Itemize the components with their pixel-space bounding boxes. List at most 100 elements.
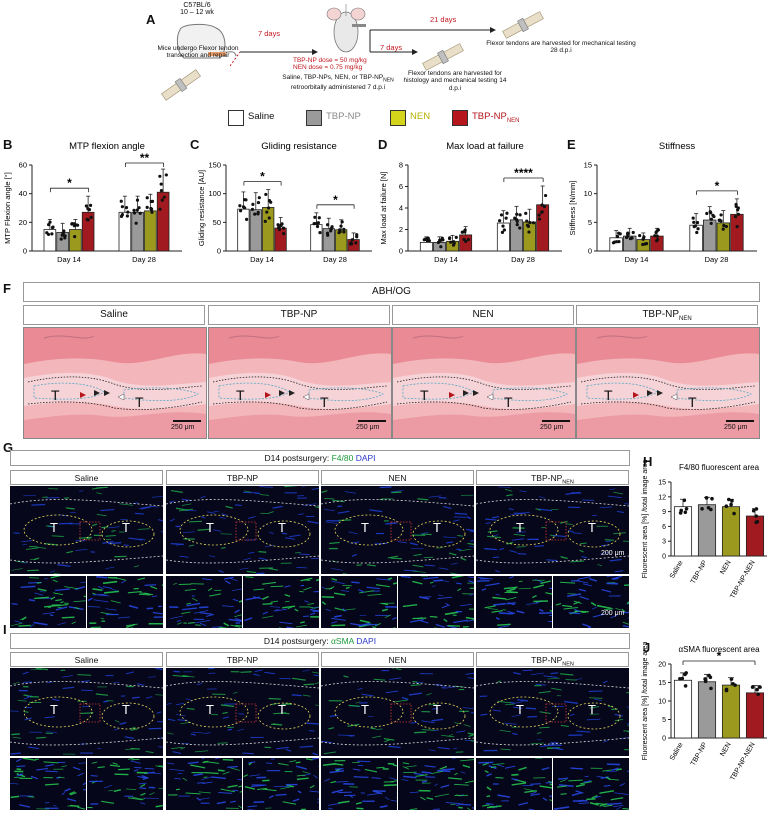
if-panel-title: TBP-NP	[166, 652, 319, 667]
data-point	[164, 173, 168, 177]
y-tick-label: 150	[208, 161, 221, 170]
if-image-zoom	[476, 758, 552, 810]
if-i-dapi: DAPI	[356, 636, 377, 646]
data-point	[59, 237, 63, 241]
data-point	[423, 237, 428, 241]
chart-title: F4/80 fluorescent area	[679, 463, 760, 472]
data-point	[264, 192, 268, 197]
strain-label: C57BL/6 10 – 12 wk	[174, 2, 220, 16]
panel-label-b: B	[3, 137, 13, 152]
admin-block: Saline, TBP-NPs, NEN, or TBP-NPNEN retro…	[282, 74, 394, 92]
tendon-icon-middle	[422, 43, 464, 71]
legend-nen: NEN	[410, 111, 431, 122]
data-point	[451, 243, 456, 247]
data-point	[282, 231, 286, 236]
x-tick-label: Day 14	[625, 255, 649, 264]
if-image-main	[166, 668, 319, 756]
legend-tbpnpnen-main: TBP-NP	[472, 111, 507, 122]
data-point	[678, 511, 683, 515]
data-point	[47, 223, 51, 227]
data-point	[462, 230, 466, 234]
histology-image	[208, 327, 392, 439]
data-point	[313, 215, 317, 219]
data-point	[500, 230, 505, 234]
y-tick-label: 10	[584, 189, 592, 198]
data-point	[709, 686, 713, 691]
panel-label-i: I	[3, 622, 7, 637]
y-tick-label: 0	[23, 247, 27, 256]
data-point	[736, 212, 741, 216]
y-tick-label: 5	[588, 218, 592, 227]
data-point	[642, 235, 646, 239]
bar	[249, 209, 262, 252]
data-point	[135, 208, 139, 212]
data-point	[63, 236, 67, 240]
bar	[310, 224, 323, 252]
data-point	[312, 222, 316, 226]
y-axis-label: MTP Flexion angle [°]	[3, 172, 12, 244]
bar	[419, 242, 433, 252]
bar	[721, 684, 741, 739]
y-tick-label: 20	[19, 218, 27, 227]
days-7-a: 7 days	[258, 29, 281, 38]
data-point	[342, 230, 346, 234]
data-point	[518, 226, 522, 230]
data-point	[72, 222, 76, 226]
bar	[322, 228, 335, 252]
if-i-prefix: D14 postsurgery:	[263, 636, 331, 646]
if-image-main	[476, 486, 629, 574]
if-image-main	[10, 668, 163, 756]
significance-star: ****	[514, 166, 533, 180]
bar	[673, 679, 693, 739]
if-image-main	[321, 668, 474, 756]
data-point	[528, 221, 532, 225]
data-point	[315, 221, 319, 225]
data-point	[48, 220, 52, 224]
chart-title: Max load at failure	[446, 141, 524, 152]
data-point	[159, 182, 163, 186]
data-point	[88, 203, 93, 207]
histology-panel-title: TBP-NP	[208, 305, 390, 325]
if-g-marker: F4/80	[331, 453, 354, 463]
data-point	[696, 227, 700, 231]
data-point	[281, 226, 286, 230]
legend-swatch-tbpnpnen	[452, 110, 468, 126]
if-image-zoom	[87, 576, 163, 628]
data-point	[705, 211, 709, 216]
data-point	[695, 230, 699, 235]
data-point	[62, 229, 66, 233]
if-i-header: D14 postsurgery: αSMA DAPI	[10, 633, 630, 649]
tendon-icon-right	[502, 11, 544, 39]
data-point	[691, 216, 695, 220]
tendon-label: T	[320, 394, 329, 410]
if-image-zoom	[553, 576, 629, 628]
data-point	[454, 235, 458, 239]
data-point	[515, 223, 519, 227]
histology-panel-title: NEN	[392, 305, 574, 325]
data-point	[340, 220, 344, 224]
data-point	[730, 499, 734, 503]
data-point	[518, 213, 522, 217]
histology-panel-title: TBP-NPNEN	[576, 305, 758, 325]
data-point	[76, 223, 80, 227]
data-point	[158, 207, 162, 211]
x-tick-label: Day 28	[705, 255, 729, 264]
y-tick-label: 10	[658, 699, 666, 706]
data-point	[125, 214, 130, 218]
data-point	[505, 211, 509, 215]
if-image-zoom	[321, 576, 397, 628]
tendon-label: T	[504, 394, 513, 410]
data-point	[733, 215, 738, 219]
tendon-icon-left	[161, 69, 201, 101]
data-point	[754, 514, 759, 518]
y-tick-label: 9	[662, 509, 666, 516]
data-point	[625, 235, 629, 240]
if-image-zoom	[398, 576, 474, 628]
data-point	[754, 507, 759, 511]
if-panel-title: Saline	[10, 470, 163, 485]
y-tick-label: 8	[399, 161, 403, 170]
data-point	[243, 206, 247, 210]
data-point	[159, 189, 164, 193]
